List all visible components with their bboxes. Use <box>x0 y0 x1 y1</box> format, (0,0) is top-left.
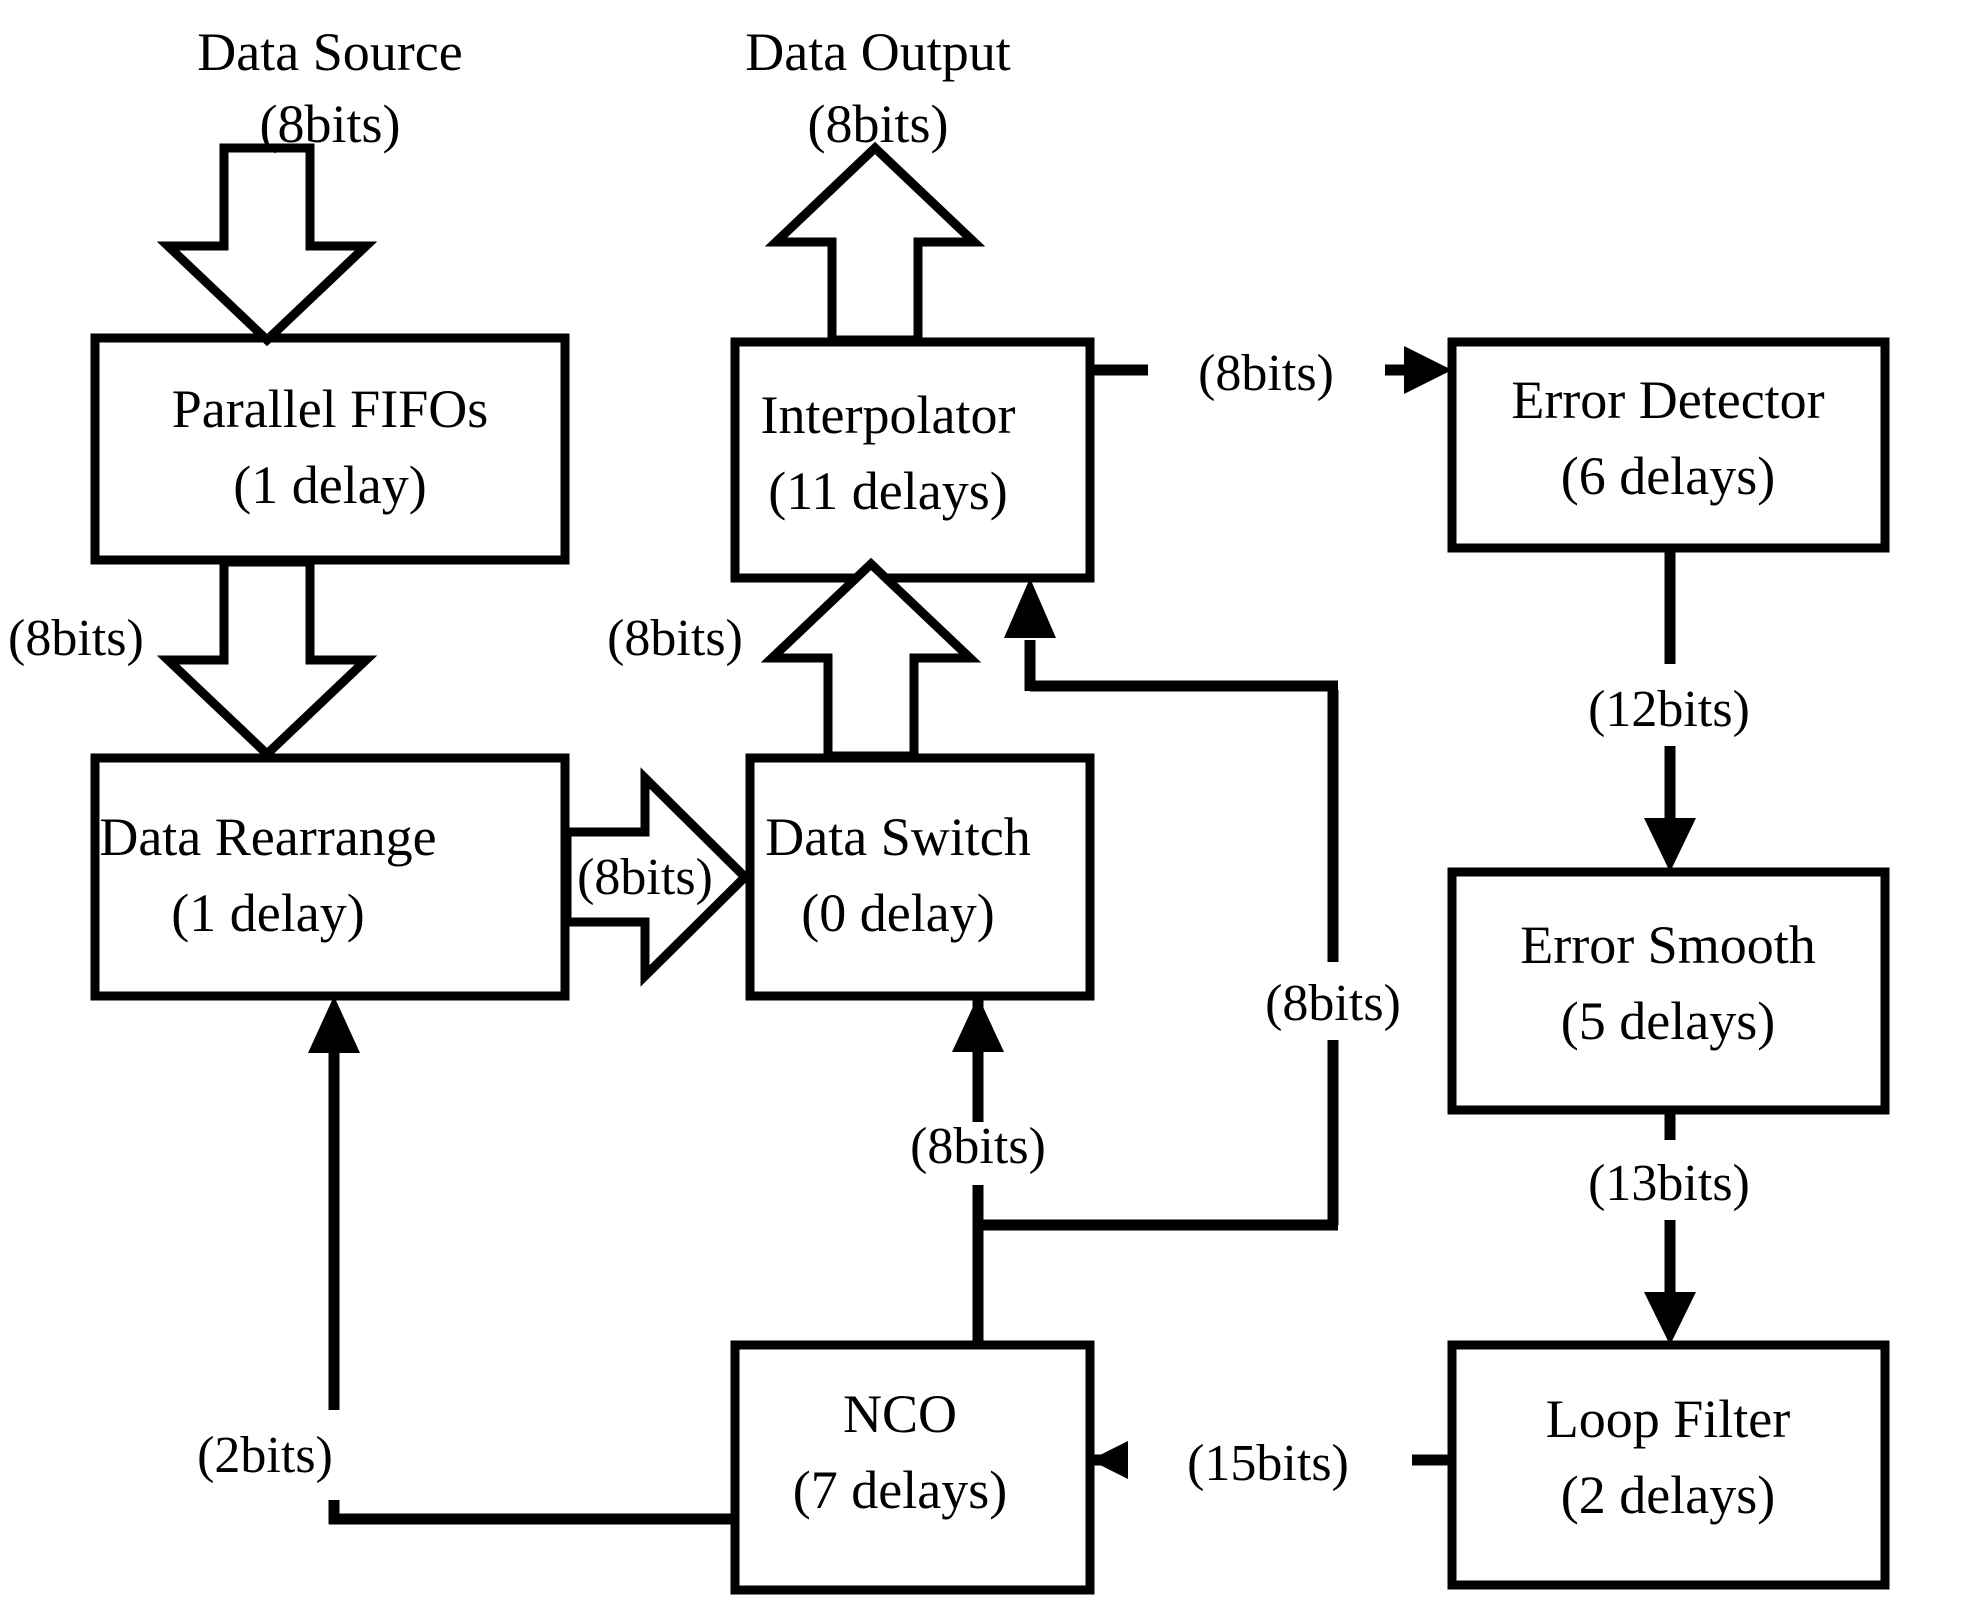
label-data-output-line2: (8bits) <box>808 94 949 154</box>
label-error-smooth-line2: (5 delays) <box>1561 991 1775 1051</box>
label-error-detector-line2: (6 delays) <box>1561 446 1775 506</box>
arrowhead-into-nco <box>1090 1441 1128 1479</box>
block-error-detector <box>1447 337 1890 553</box>
label-error-smooth-line1: Error Smooth <box>1520 915 1815 975</box>
label-data-rearrange-line2: (1 delay) <box>171 883 364 943</box>
label-bits-loopfilter-to-nco: (15bits) <box>1187 1435 1349 1492</box>
label-data-switch-line1: Data Switch <box>765 807 1030 867</box>
label-data-rearrange-line1: Data Rearrange <box>99 807 436 867</box>
label-loop-filter-line1: Loop Filter <box>1546 1389 1790 1449</box>
block-data-switch <box>745 753 1095 1001</box>
arrow-switch-to-interpolator <box>760 557 982 761</box>
label-bits-nco-to-rearrange: (2bits) <box>197 1427 333 1484</box>
label-bits-smooth-to-loopfilter: (13bits) <box>1588 1155 1750 1212</box>
label-nco-line1: NCO <box>843 1384 957 1444</box>
label-data-source-line2: (8bits) <box>260 94 401 154</box>
block-interpolator <box>730 337 1095 583</box>
label-data-source-line1: Data Source <box>197 22 462 82</box>
label-parallel-fifos-line2: (1 delay) <box>233 455 426 515</box>
label-data-switch-line2: (0 delay) <box>801 883 994 943</box>
label-bits-nco-to-interpolator: (8bits) <box>1265 975 1401 1032</box>
arrow-interpolator-to-data-output <box>764 141 986 345</box>
arrowhead-into-loop-filter <box>1644 1292 1696 1345</box>
label-bits-switch-to-interpolator: (8bits) <box>607 610 743 667</box>
block-error-smooth <box>1447 867 1890 1115</box>
label-error-detector-line1: Error Detector <box>1511 370 1824 430</box>
label-interpolator-line1: Interpolator <box>761 385 1016 445</box>
arrowhead-into-error-smooth <box>1644 818 1696 872</box>
label-bits-detector-to-smooth: (12bits) <box>1588 681 1750 738</box>
arrow-fifos-to-rearrange <box>156 557 378 761</box>
label-bits-fifo-to-rearrange: (8bits) <box>8 610 144 667</box>
label-bits-nco-to-switch: (8bits) <box>910 1118 1046 1175</box>
label-data-output-line1: Data Output <box>745 22 1010 82</box>
label-bits-interpolator-to-detector: (8bits) <box>1198 345 1334 402</box>
arrow-rearrange-to-switch <box>562 767 752 987</box>
arrowhead-into-data-switch <box>952 996 1004 1052</box>
arrowhead-into-interpolator <box>1004 578 1056 638</box>
block-loop-filter <box>1447 1340 1890 1590</box>
label-bits-rearrange-to-switch: (8bits) <box>577 849 713 906</box>
block-data-rearrange <box>90 753 570 1001</box>
arrow-data-source-to-fifos <box>156 143 378 347</box>
arrowhead-into-error-detector <box>1404 346 1452 394</box>
block-nco <box>730 1340 1095 1595</box>
label-interpolator-line2: (11 delays) <box>768 461 1007 521</box>
arrowhead-into-data-rearrange <box>308 996 360 1053</box>
label-nco-line2: (7 delays) <box>793 1460 1007 1520</box>
label-parallel-fifos-line1: Parallel FIFOs <box>172 379 489 439</box>
label-loop-filter-line2: (2 delays) <box>1561 1465 1775 1525</box>
block-parallel-fifos <box>90 333 570 565</box>
